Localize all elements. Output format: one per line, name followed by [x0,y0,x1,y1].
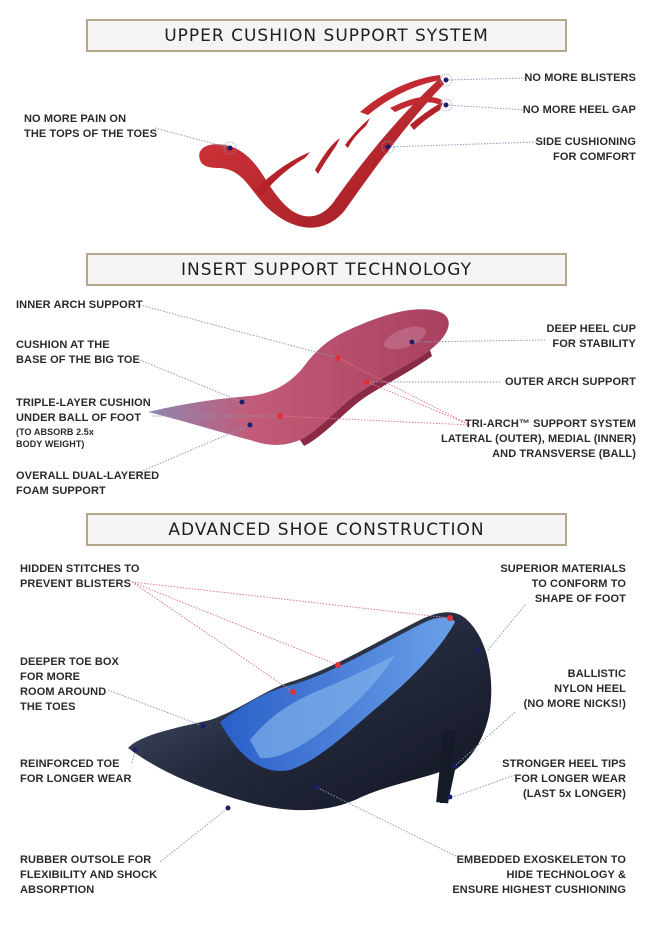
label-line: ENSURE HIGHEST CUSHIONING [452,884,626,896]
label-tri-arch: TRI-ARCH™ SUPPORT SYSTEM LATERAL (OUTER)… [441,417,636,462]
label-triple-layer-cushion: TRIPLE-LAYER CUSHION UNDER BALL OF FOOT … [16,396,151,450]
label-line: DEEPER TOE BOX [20,656,119,668]
insert-illustration [148,309,449,446]
label-line: (NO MORE NICKS!) [523,698,626,710]
label-line: (LAST 5x LONGER) [522,788,626,800]
label-line: FOR COMFORT [553,151,636,163]
label-line: FLEXIBILITY AND SHOCK [20,869,158,881]
label-line: BALLISTIC [567,668,626,680]
section-title-shoe-construction: ADVANCED SHOE CONSTRUCTION [86,513,567,546]
label-line: FOR LONGER WEAR [20,773,132,785]
label-line: TO CONFORM TO [531,578,626,590]
label-hidden-stitches: HIDDEN STITCHES TO PREVENT BLISTERS [20,562,140,592]
label-ballistic-nylon-heel: BALLISTIC NYLON HEEL (NO MORE NICKS!) [524,667,626,712]
label-line: DEEP HEEL CUP [546,323,636,335]
label-line: NO MORE HEEL GAP [522,104,636,116]
label-embedded-exoskeleton: EMBEDDED EXOSKELETON TO HIDE TECHNOLOGY … [452,853,626,898]
label-line: SHAPE OF FOOT [534,593,626,605]
label-line: PREVENT BLISTERS [20,578,132,590]
label-line: REINFORCED TOE [20,758,120,770]
label-line: HIDE TECHNOLOGY & [506,869,626,881]
label-reinforced-toe: REINFORCED TOE FOR LONGER WEAR [20,757,132,787]
label-line: BASE OF THE BIG TOE [16,354,140,366]
label-superior-materials: SUPERIOR MATERIALS TO CONFORM TO SHAPE O… [500,562,626,607]
label-line: INNER ARCH SUPPORT [16,299,143,311]
shoe-illustration [128,612,492,811]
label-line: CUSHION AT THE [16,339,110,351]
label-line: NO MORE PAIN ON [24,113,127,125]
label-deeper-toe-box: DEEPER TOE BOX FOR MORE ROOM AROUND THE … [20,655,119,715]
label-outer-arch: OUTER ARCH SUPPORT [505,375,636,390]
label-line: TRIPLE-LAYER CUSHION [16,397,151,409]
label-line: LATERAL (OUTER), MEDIAL (INNER) [441,433,636,445]
label-line: NO MORE BLISTERS [524,72,636,84]
section-title-insert-support: INSERT SUPPORT TECHNOLOGY [86,253,567,286]
label-side-cushioning: SIDE CUSHIONING FOR COMFORT [535,135,636,165]
label-line: ABSORPTION [20,884,95,896]
label-note: (TO ABSORB 2.5x [16,427,95,437]
label-stronger-heel-tips: STRONGER HEEL TIPS FOR LONGER WEAR (LAST… [502,757,626,802]
label-line: TRI-ARCH™ SUPPORT SYSTEM [464,418,636,430]
label-line: SIDE CUSHIONING [535,136,636,148]
label-line: ROOM AROUND [20,686,107,698]
label-inner-arch: INNER ARCH SUPPORT [16,298,143,313]
label-note: BODY WEIGHT) [16,439,85,449]
label-line: FOR LONGER WEAR [514,773,626,785]
label-line: UNDER BALL OF FOOT [16,412,142,424]
label-line: EMBEDDED EXOSKELETON TO [456,854,626,866]
label-line: NYLON HEEL [554,683,626,695]
label-rubber-outsole: RUBBER OUTSOLE FOR FLEXIBILITY AND SHOCK… [20,853,157,898]
label-line: AND TRANSVERSE (BALL) [492,448,636,460]
label-line: OUTER ARCH SUPPORT [505,376,636,388]
label-no-more-heel-gap: NO MORE HEEL GAP [523,103,636,118]
label-no-pain-toes: NO MORE PAIN ON THE TOPS OF THE TOES [24,112,157,142]
label-line: RUBBER OUTSOLE FOR [20,854,152,866]
label-dual-foam: OVERALL DUAL-LAYERED FOAM SUPPORT [16,469,159,499]
label-line: HIDDEN STITCHES TO [20,563,140,575]
label-line: THE TOES [20,701,76,713]
label-no-more-blisters: NO MORE BLISTERS [524,71,636,86]
label-line: FOAM SUPPORT [16,485,106,497]
label-line: STRONGER HEEL TIPS [502,758,626,770]
label-cushion-big-toe: CUSHION AT THE BASE OF THE BIG TOE [16,338,140,368]
label-line: FOR MORE [20,671,81,683]
upper-cushion-illustration [199,75,444,228]
section-title-upper-cushion: UPPER CUSHION SUPPORT SYSTEM [86,19,567,52]
label-line: FOR STABILITY [552,338,636,350]
label-line: SUPERIOR MATERIALS [500,563,626,575]
label-deep-heel-cup: DEEP HEEL CUP FOR STABILITY [546,322,636,352]
label-line: OVERALL DUAL-LAYERED [16,470,160,482]
label-line: THE TOPS OF THE TOES [24,128,158,140]
